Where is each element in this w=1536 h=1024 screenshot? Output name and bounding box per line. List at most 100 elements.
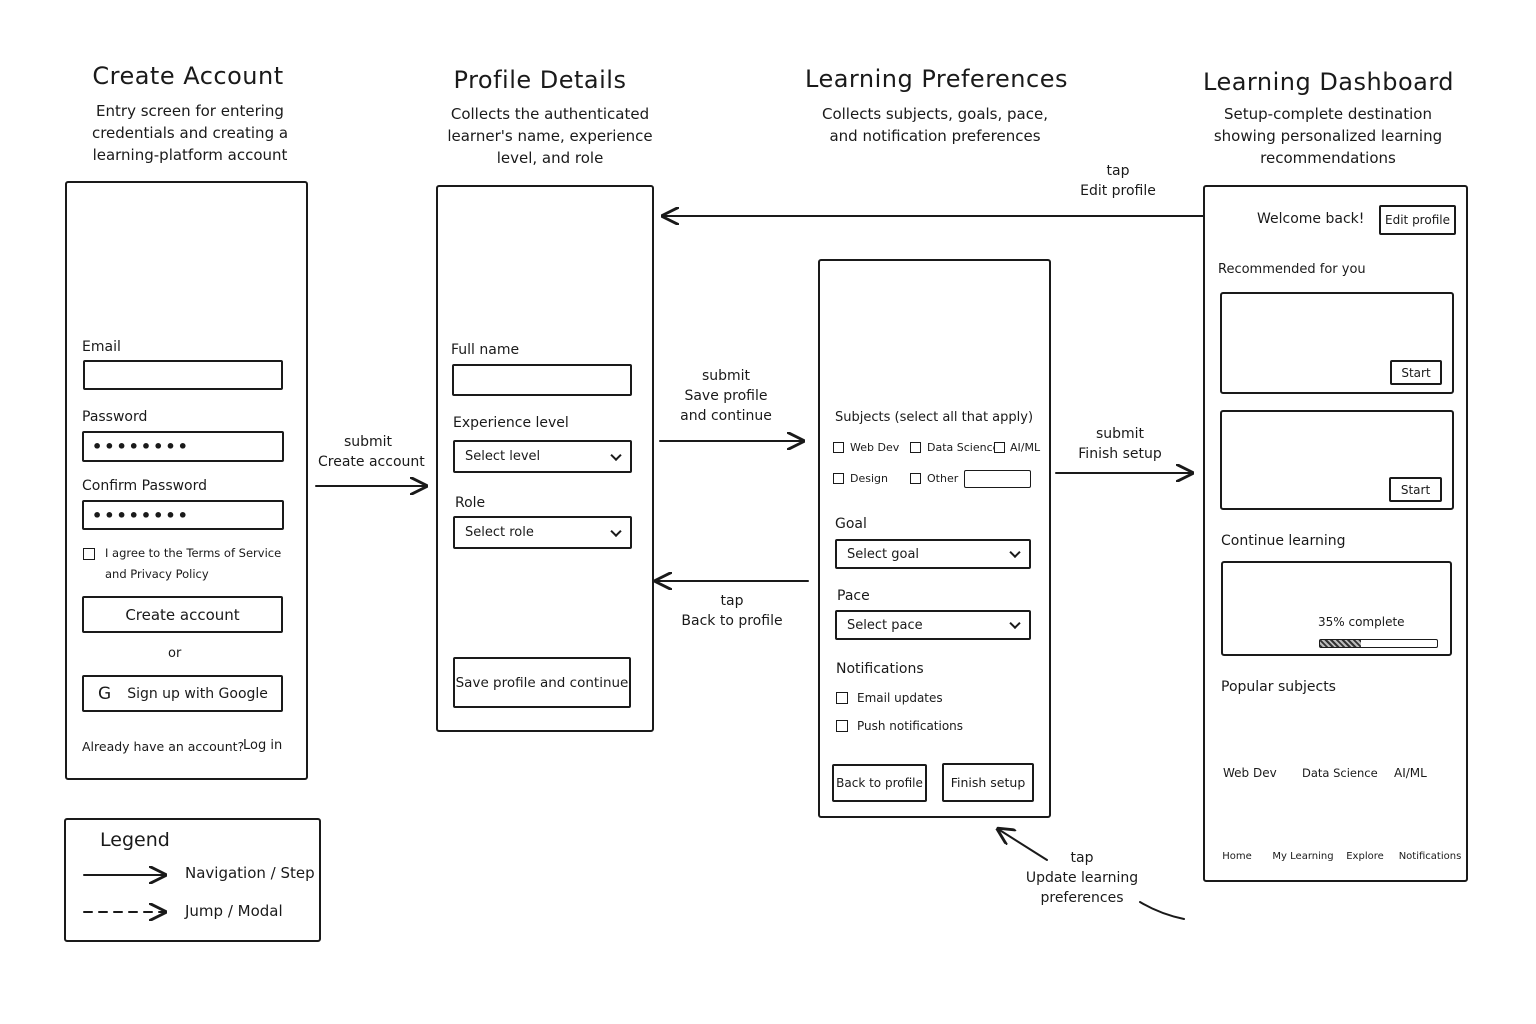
push-notifications-label: Push notifications: [857, 719, 964, 733]
desc-line: Collects subjects, goals, pace,: [821, 105, 1048, 123]
email-updates-checkbox[interactable]: [836, 692, 848, 704]
subject-other-input[interactable]: [964, 470, 1031, 488]
continue-learning-card[interactable]: [1221, 561, 1452, 656]
desc-line: recommendations: [1260, 149, 1396, 167]
continue-learning-label: Continue learning: [1221, 533, 1346, 549]
password-field[interactable]: ••••••••: [82, 431, 284, 462]
subject-label-data-science: Data Science: [927, 441, 1000, 454]
goal-label: Goal: [835, 516, 867, 532]
subject-checkbox-data-science[interactable]: [910, 442, 921, 453]
pace-select-value: Select pace: [847, 617, 923, 633]
legend-box: [64, 818, 321, 942]
desc-line: and notification preferences: [829, 127, 1041, 145]
subject-label-other: Other: [927, 472, 959, 485]
chevron-down-icon: [1009, 546, 1021, 559]
legend-navigation-label: Navigation / Step: [185, 864, 315, 882]
popular-subject-web-dev[interactable]: Web Dev: [1223, 766, 1277, 780]
screen-desc-create-account: Entry screen for entering credentials an…: [60, 100, 320, 166]
transition-action: Edit profile: [1080, 183, 1156, 199]
subject-label-web-dev: Web Dev: [850, 441, 900, 454]
or-divider-text: or: [168, 646, 182, 661]
progress-bar-fill: [1320, 640, 1361, 647]
transition-label-create-to-profile: submit Create account: [318, 432, 425, 472]
subject-checkbox-web-dev[interactable]: [833, 442, 844, 453]
progress-text: 35% complete: [1318, 615, 1405, 629]
subjects-label: Subjects (select all that apply): [835, 410, 1034, 425]
transition-trigger: submit: [1095, 426, 1145, 442]
terms-text-line2: and Privacy Policy: [105, 567, 209, 581]
desc-line: learning-platform account: [92, 146, 288, 164]
transition-action: Update learning: [1025, 870, 1139, 886]
nav-home[interactable]: Home: [1222, 851, 1252, 862]
screen-desc-profile-details: Collects the authenticated learner's nam…: [420, 103, 680, 169]
transition-label-profile-to-prefs: submit Save profile and continue: [672, 366, 780, 426]
progress-bar: [1319, 639, 1438, 648]
welcome-text: Welcome back!: [1257, 211, 1365, 227]
transition-action: preferences: [1040, 890, 1124, 906]
recommended-label: Recommended for you: [1218, 262, 1366, 277]
transition-trigger: tap: [1106, 163, 1130, 179]
goal-select-value: Select goal: [847, 546, 920, 562]
subject-label-ai-ml: AI/ML: [1010, 441, 1041, 454]
arrow-dashboard-to-prefs-tail: [1139, 901, 1185, 920]
role-label: Role: [455, 495, 486, 511]
fullname-field[interactable]: [452, 364, 632, 396]
screen-title-learning-dashboard: Learning Dashboard: [1203, 68, 1455, 96]
push-notifications-checkbox[interactable]: [836, 720, 848, 732]
nav-explore[interactable]: Explore: [1346, 851, 1384, 862]
role-select-value: Select role: [465, 525, 534, 540]
desc-line: Collects the authenticated: [450, 105, 650, 123]
role-select[interactable]: Select role: [453, 516, 632, 549]
transition-action: Back to profile: [681, 613, 783, 629]
transition-action: Finish setup: [1078, 446, 1162, 462]
experience-select[interactable]: Select level: [453, 440, 632, 473]
chevron-down-icon: [610, 449, 622, 461]
subject-label-design: Design: [850, 472, 888, 485]
confirm-password-label: Confirm Password: [82, 478, 208, 494]
recommendation-card[interactable]: [1220, 292, 1454, 394]
recommendation-card[interactable]: [1220, 410, 1454, 510]
password-label: Password: [82, 409, 148, 425]
popular-subjects-label: Popular subjects: [1221, 679, 1336, 695]
login-link[interactable]: Log in: [243, 738, 283, 753]
transition-action: Create account: [318, 454, 425, 470]
subject-checkbox-design[interactable]: [833, 473, 844, 484]
subject-checkbox-ai-ml[interactable]: [994, 442, 1005, 453]
goal-select[interactable]: Select goal: [835, 539, 1031, 569]
desc-line: Setup-complete destination: [1224, 105, 1432, 123]
transition-trigger: submit: [701, 368, 751, 384]
google-icon: G: [98, 683, 112, 704]
screen-title-learning-preferences: Learning Preferences: [805, 65, 1068, 93]
popular-subject-ai-ml[interactable]: AI/ML: [1394, 766, 1427, 780]
desc-line: Entry screen for entering: [96, 102, 284, 120]
google-signup-label: Sign up with Google: [127, 685, 268, 702]
transition-label-dashboard-to-prefs: tap Update learning preferences: [1022, 848, 1142, 908]
pace-select[interactable]: Select pace: [835, 610, 1031, 640]
nav-my-learning[interactable]: My Learning: [1272, 851, 1334, 862]
chevron-down-icon: [610, 525, 622, 537]
email-updates-label: Email updates: [857, 691, 943, 705]
nav-notifications[interactable]: Notifications: [1398, 851, 1462, 862]
arrow-dashboard-to-prefs: [998, 829, 1048, 861]
terms-checkbox[interactable]: [83, 548, 95, 560]
desc-line: credentials and creating a: [91, 124, 289, 142]
desc-line: level, and role: [496, 149, 604, 167]
terms-text-line1: I agree to the Terms of Service: [105, 546, 282, 560]
popular-subject-data-science[interactable]: Data Science: [1302, 766, 1378, 780]
subject-checkbox-other[interactable]: [910, 473, 921, 484]
start-button[interactable]: Start: [1390, 360, 1442, 385]
confirm-password-field[interactable]: ••••••••: [82, 500, 284, 530]
transition-trigger: tap: [720, 593, 744, 609]
email-field[interactable]: [83, 360, 283, 390]
save-profile-button[interactable]: Save profile and continue: [453, 657, 631, 708]
screen-frame-learning-preferences: [818, 259, 1051, 818]
notifications-label: Notifications: [836, 661, 924, 677]
screen-desc-learning-dashboard: Setup-complete destination showing perso…: [1208, 103, 1448, 169]
create-account-button[interactable]: Create account: [82, 596, 283, 633]
google-signup-button[interactable]: G Sign up with Google: [82, 675, 283, 712]
edit-profile-button[interactable]: Edit profile: [1379, 205, 1456, 235]
back-to-profile-button[interactable]: Back to profile: [832, 764, 927, 802]
screen-frame-learning-dashboard: [1203, 185, 1468, 882]
finish-setup-button[interactable]: Finish setup: [942, 763, 1034, 802]
start-button[interactable]: Start: [1389, 477, 1442, 502]
